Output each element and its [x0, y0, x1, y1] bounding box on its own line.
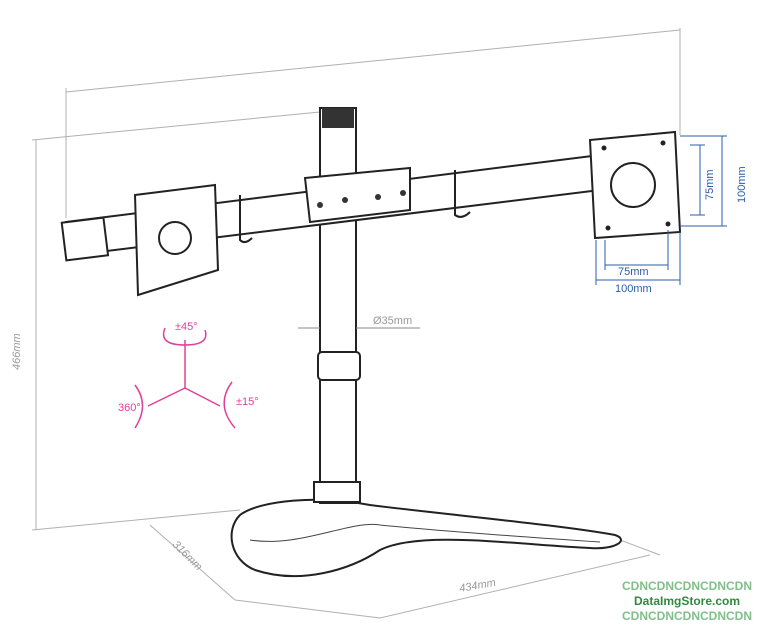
pole-diameter: Ø35mm: [373, 315, 412, 327]
vesa-dimension-lines: [595, 135, 727, 285]
watermark: CDNCDNCDNCDNCDN DataImgStore.com CDNCDNC…: [612, 579, 762, 624]
depth-dimension: 316mm: [170, 539, 204, 573]
rotation-axes-icon: [134, 327, 236, 429]
left-vesa-plate: [133, 183, 220, 297]
vesa-100-height: 100mm: [736, 166, 748, 203]
height-dimension: 466mm: [11, 333, 23, 370]
cable-clip: [317, 351, 361, 381]
vesa-75-height: 75mm: [704, 169, 716, 200]
center-clamp: [303, 166, 411, 224]
swivel-angle: 360°: [118, 402, 141, 414]
tilt-angle: ±45°: [175, 321, 198, 333]
watermark-line-3: CDNCDNCDNCDNCDN: [622, 609, 752, 623]
vesa-100-width: 100mm: [615, 283, 652, 295]
watermark-line-2: DataImgStore.com: [633, 594, 741, 608]
watermark-line-1: CDNCDNCDNCDNCDN: [622, 579, 752, 593]
vesa-75-width: 75mm: [618, 266, 649, 278]
stand-base: [230, 498, 622, 578]
dimension-lines: [31, 28, 681, 619]
pole: [319, 107, 357, 504]
pivot-angle: ±15°: [236, 396, 259, 408]
